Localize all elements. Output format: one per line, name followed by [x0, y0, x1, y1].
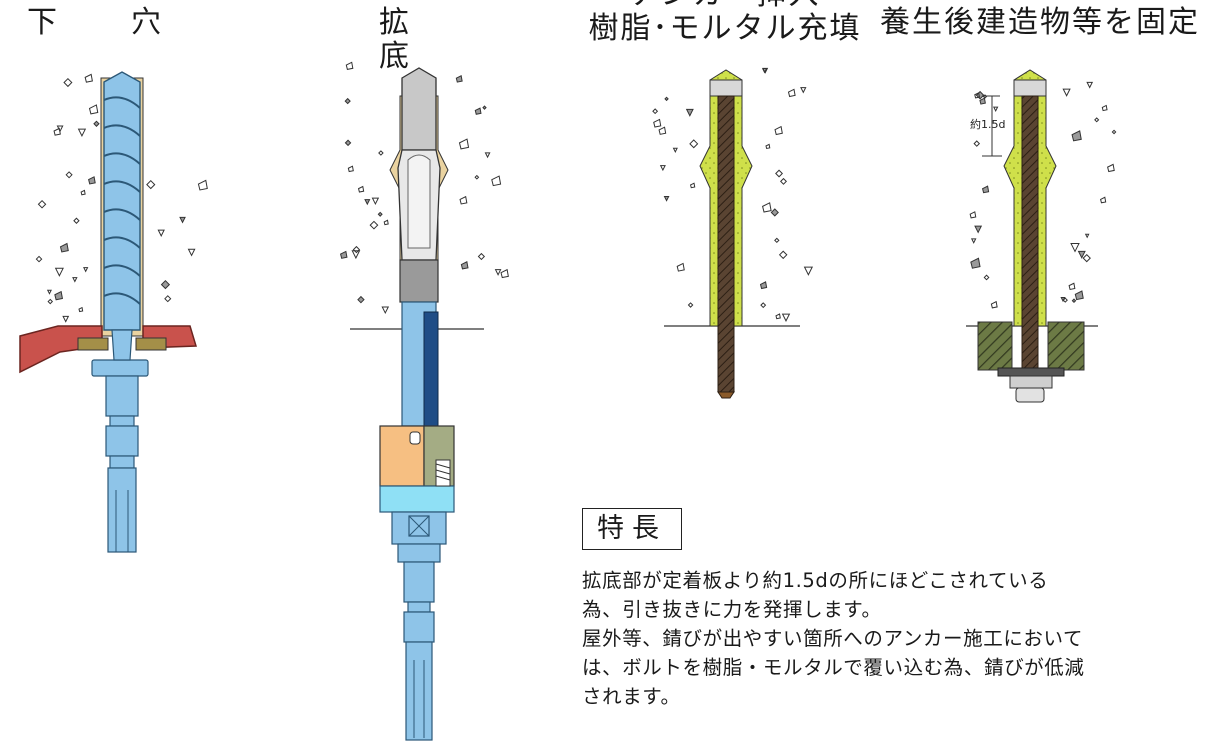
features-line-3: 屋外等、錆びが出やすい箇所へのアンカー施工において — [582, 627, 1084, 650]
step-title-undercut: 拡 底 — [379, 5, 483, 74]
figure-fixed: 約1.5d — [966, 69, 1117, 403]
features-line-1: 拡底部が定着板より約1.5dの所にほどこされている — [582, 569, 1049, 592]
concrete-aggregate — [652, 67, 814, 322]
features-line-5: されます。 — [582, 685, 681, 708]
step-title-pilot-hole: 下 穴 — [27, 5, 183, 40]
step-title-fix-structure: 養生後建造物等を固定 — [880, 5, 1200, 40]
step-title-anchor-insert-line2: 樹脂･モルタル充填 — [588, 11, 862, 46]
features-line-4: は、ボルトを樹脂・モルタルで覆い込む為、錆びが低減 — [582, 656, 1085, 679]
step-title-anchor-insert-line1: アンカー挿入 — [580, 0, 870, 12]
figure-undercut — [340, 61, 509, 741]
concrete-aggregate — [969, 81, 1117, 309]
step-title-anchor-insert: アンカー挿入 樹脂･モルタル充填 — [580, 0, 870, 46]
features-heading: 特長 — [582, 508, 682, 550]
dimension-label: 約1.5d — [970, 117, 1005, 131]
figure-anchor-insert — [652, 67, 814, 399]
features-description: 拡底部が定着板より約1.5dの所にほどこされている 為、引き抜きに力を発揮します… — [582, 566, 1202, 711]
figure-pilot-hole — [19, 71, 208, 553]
concrete-aggregate — [35, 73, 208, 323]
features-line-2: 為、引き抜きに力を発揮します。 — [582, 598, 882, 621]
concrete-aggregate — [340, 61, 509, 315]
